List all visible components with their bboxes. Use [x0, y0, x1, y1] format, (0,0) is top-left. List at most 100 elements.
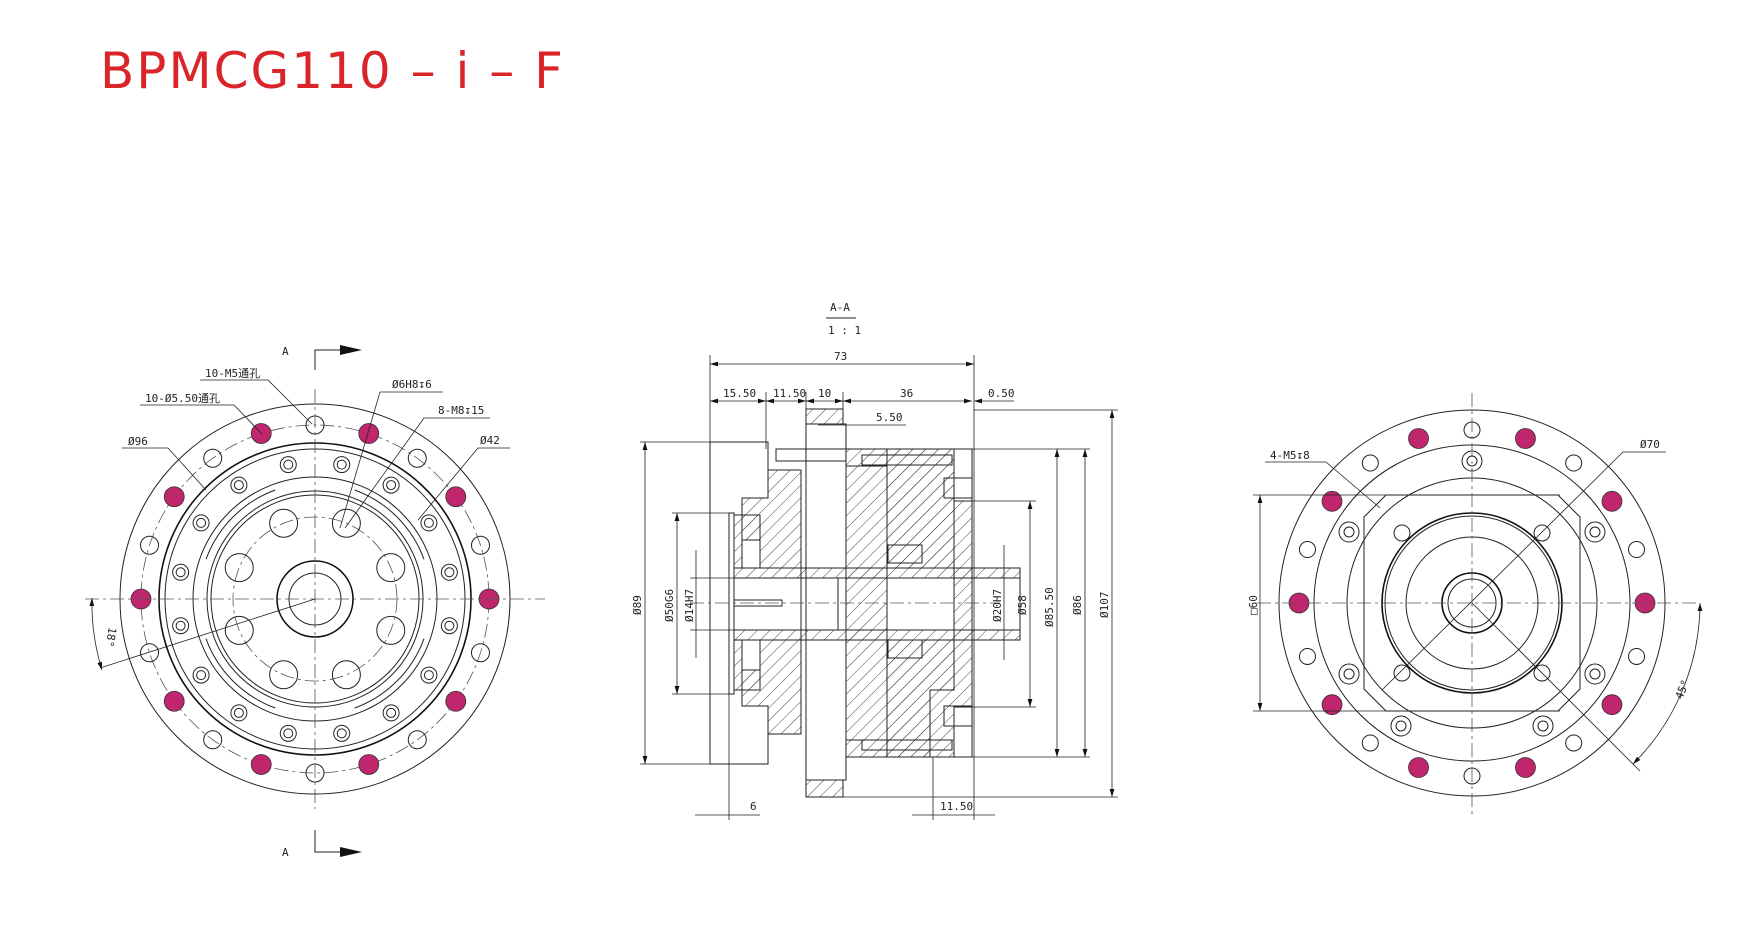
screw-hole-inner: [336, 459, 347, 470]
drawing-title: BPMCG110 – i – F: [100, 42, 565, 100]
through-hole-highlight: [163, 486, 185, 508]
through-hole: [203, 448, 223, 468]
screw-hole-outer: [172, 563, 190, 581]
screw-hole-outer: [440, 563, 458, 581]
dim-bottom-right: 11.50: [940, 800, 973, 813]
screw-hole-inner: [386, 707, 397, 718]
screw-hole-inner: [283, 459, 294, 470]
angle-arc-18: [89, 597, 103, 671]
section-arrow-bottom: [340, 847, 362, 857]
screw-head-outer: [1390, 715, 1412, 737]
through-hole: [1628, 541, 1646, 559]
horizontal-dimensions: 73 15.50 11.50 10 36 0.50 5.50 6 11.50: [695, 350, 1015, 820]
through-hole-highlight: [1515, 428, 1536, 449]
through-hole-highlight: [1408, 428, 1429, 449]
through-hole: [470, 535, 490, 555]
m8-hole: [331, 508, 361, 538]
screw-hole-outer: [420, 666, 438, 684]
screw-hole-inner: [444, 620, 455, 631]
through-hole: [1565, 734, 1583, 752]
flange-spigot: [728, 512, 735, 695]
screw-hole-inner: [233, 480, 244, 491]
screw-hole-outer: [382, 704, 400, 722]
screw-hole-outer: [172, 617, 190, 635]
dim-d4: 36: [900, 387, 913, 400]
screw-head-inner: [1589, 668, 1601, 680]
dim-d50g6: Ø50G6: [663, 589, 676, 622]
through-hole-highlight: [358, 423, 380, 444]
label-d550-through: 10-Ø5.50通孔: [145, 392, 220, 405]
section-name: A-A: [830, 301, 850, 314]
screw-hole-inner: [196, 670, 207, 681]
leader-d550: [140, 404, 263, 435]
m8-hole: [269, 508, 299, 538]
label-m5-rear: 4-M5↧8: [1270, 449, 1310, 462]
dim-d1: 15.50: [723, 387, 756, 400]
screw-upper: [775, 448, 847, 462]
label-d96: Ø96: [128, 435, 148, 448]
section-mark-bottom: A: [282, 846, 289, 859]
through-hole-highlight: [445, 690, 467, 712]
screw-hole-outer: [279, 724, 297, 742]
front-view: [85, 389, 545, 809]
through-hole: [407, 730, 427, 750]
dim-d58: Ø58: [1016, 595, 1029, 615]
through-hole: [407, 448, 427, 468]
through-hole-highlight: [250, 754, 272, 775]
screw-head-inner: [1343, 526, 1355, 538]
through-hole-highlight: [1515, 757, 1536, 778]
dim-d6: 5.50: [876, 411, 903, 424]
leader-m5-rear: [1265, 461, 1381, 509]
rear-view: [1257, 393, 1697, 818]
screw-head-outer: [1532, 715, 1554, 737]
through-hole: [1361, 734, 1379, 752]
mid-housing: [805, 423, 847, 781]
m8-hole: [376, 553, 406, 583]
section-mark-top: A: [282, 345, 289, 358]
m5-motor-hole: [1393, 524, 1411, 542]
screw-hole-inner: [283, 728, 294, 739]
leader-m8: [344, 417, 490, 529]
through-hole: [1298, 647, 1316, 665]
dim-d20h7: Ø20H7: [991, 589, 1004, 622]
label-m8: 8-M8↧15: [438, 404, 484, 417]
screw-hole-inner: [175, 620, 186, 631]
rear-view-annotations: 4-M5↧8 Ø70 □60 45°: [1247, 438, 1703, 772]
screw-hole-inner: [423, 517, 434, 528]
through-hole: [140, 535, 160, 555]
screw-head-outer: [1584, 663, 1606, 685]
section-line-bottom: [314, 830, 355, 853]
through-hole: [140, 643, 160, 663]
section-arrow-top: [340, 345, 362, 355]
screw-hole-outer: [333, 724, 351, 742]
screw-head-inner: [1343, 668, 1355, 680]
clamp-ring-section: [733, 514, 761, 691]
relief-slot: [205, 638, 276, 709]
through-hole-highlight: [445, 486, 467, 508]
dim-d86: Ø86: [1071, 595, 1084, 615]
leader-m5: [200, 379, 313, 425]
screw-head-outer: [1584, 521, 1606, 543]
screw-hole-inner: [233, 707, 244, 718]
screw-hole-inner: [444, 567, 455, 578]
m8-hole: [269, 660, 299, 690]
through-hole-highlight: [1321, 490, 1343, 512]
screw-hole-outer: [333, 456, 351, 474]
leader-d96: [122, 447, 207, 491]
label-angle-18: 18°: [103, 626, 119, 648]
m8-hole: [376, 615, 406, 645]
angle-line-45: [1471, 602, 1641, 772]
screw-hole-outer: [420, 514, 438, 532]
dim-d14h7: Ø14H7: [683, 589, 696, 622]
through-hole: [1565, 454, 1583, 472]
dim-d107: Ø107: [1098, 592, 1111, 619]
through-hole: [1628, 647, 1646, 665]
through-hole: [1298, 541, 1316, 559]
bearing-upper: [887, 544, 923, 564]
through-hole-highlight: [1408, 757, 1429, 778]
through-hole: [470, 643, 490, 663]
seal-upper: [943, 477, 973, 499]
screw-hole-inner: [336, 728, 347, 739]
dim-d89: Ø89: [631, 595, 644, 615]
screw-hole-inner: [423, 670, 434, 681]
